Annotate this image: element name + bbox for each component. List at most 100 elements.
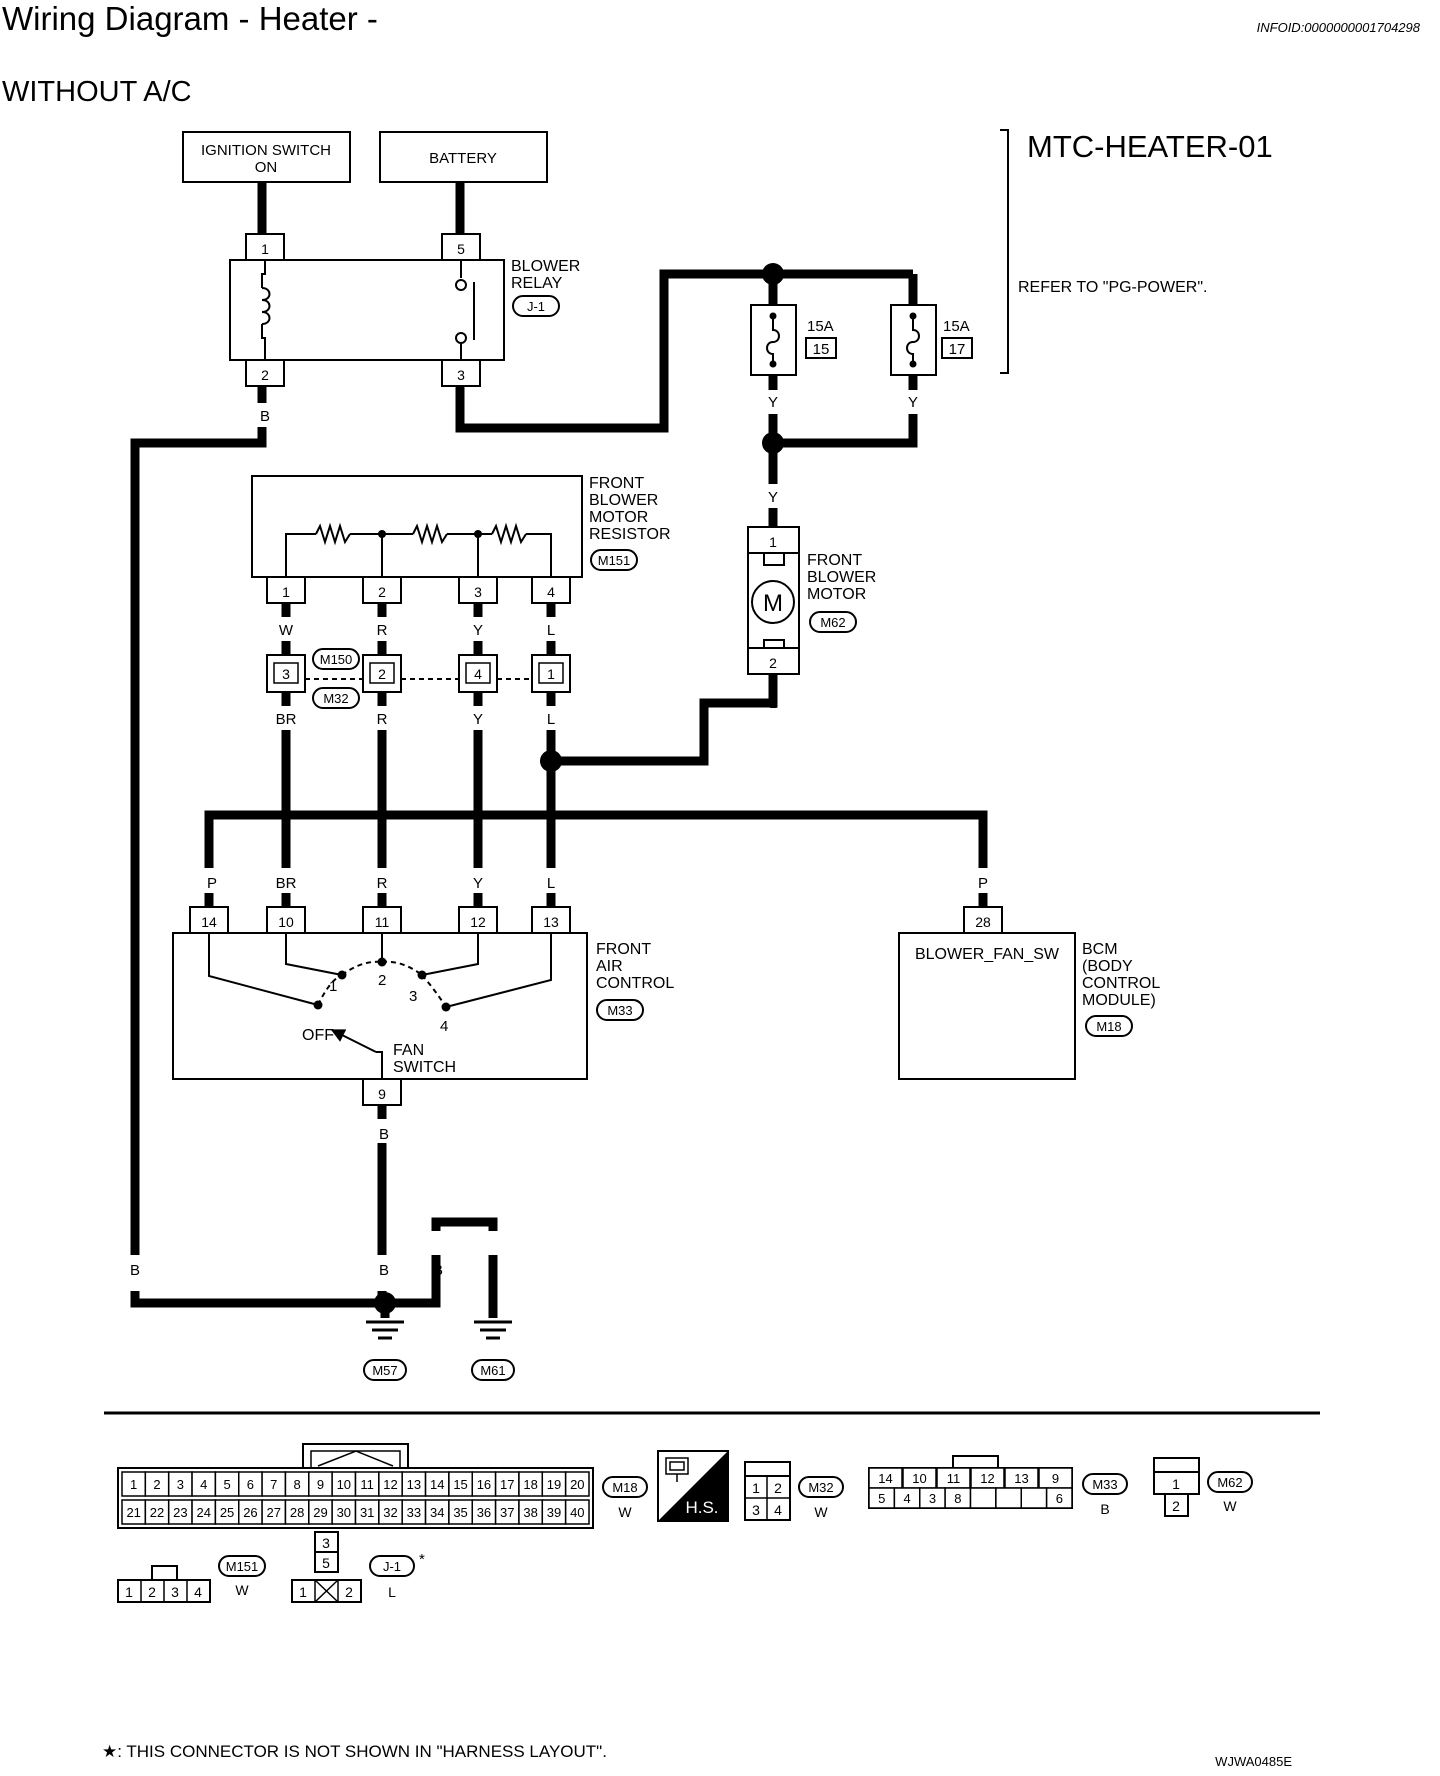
bcm-label-1: BCM (1082, 941, 1118, 958)
svg-text:4: 4 (474, 666, 482, 682)
pin-label: 12 (980, 1471, 994, 1486)
pin-label: 5 (878, 1491, 885, 1506)
ground-m61-code: M61 (480, 1363, 505, 1378)
label-bcm-p: P (978, 875, 988, 892)
pin-label: 28 (290, 1505, 304, 1520)
m33-color: B (1100, 1501, 1109, 1517)
svg-text:4: 4 (547, 584, 555, 600)
motor-code-badge: M62 (809, 611, 857, 633)
svg-text:J-1: J-1 (527, 299, 545, 314)
pin-label: 9 (317, 1477, 324, 1492)
mtc-bracket: MTC-HEATER-01 REFER TO "PG-POWER". (1000, 129, 1273, 374)
label-control-br: BR (276, 875, 297, 892)
pin-label: 12 (383, 1477, 397, 1492)
pin-label: 22 (150, 1505, 164, 1520)
pin-label: 9 (1052, 1471, 1059, 1486)
label-ground-jumper: B (433, 1262, 443, 1279)
svg-text:M62: M62 (820, 615, 845, 630)
m32-code: M32 (808, 1480, 833, 1495)
motor-pin-2: 2 (769, 655, 777, 671)
fuse-17: 15A 17 (890, 304, 973, 376)
fan-position-2: 2 (378, 972, 386, 989)
svg-text:M: M (763, 590, 783, 617)
label-ground-center: B (379, 1262, 389, 1279)
pin-label: 8 (954, 1491, 961, 1506)
motor-icon (751, 580, 795, 624)
svg-text:10: 10 (278, 914, 294, 930)
svg-text:4: 4 (774, 1502, 782, 1518)
control-pin-10: 10 (266, 906, 306, 934)
pin-label: 1 (130, 1477, 137, 1492)
resistor-pin-3: 3 (458, 576, 498, 604)
pin-cell (1020, 1487, 1048, 1509)
relay-pin-2: 2 (245, 359, 285, 387)
inline-pin-1: 1 (531, 654, 571, 693)
control-label-2: AIR (596, 958, 623, 975)
pin-label: 32 (383, 1505, 397, 1520)
control-label-1: FRONT (596, 941, 651, 958)
svg-text:2: 2 (378, 666, 386, 682)
pin-label: 25 (220, 1505, 234, 1520)
motor-label-2: BLOWER (807, 569, 876, 586)
inline-pin-3: 3 (266, 654, 306, 693)
control-pin-11: 11 (362, 906, 402, 934)
pin-label: 29 (313, 1505, 327, 1520)
fuse-15-number: 15 (813, 341, 830, 358)
info-id: INFOID:0000000001704298 (1256, 20, 1420, 35)
pin-cell (1045, 1487, 1073, 1509)
relay-pin-5: 5 (441, 233, 481, 261)
m62-code: M62 (1217, 1475, 1242, 1490)
fan-position-3: 3 (409, 988, 417, 1005)
pin-label: 4 (903, 1491, 910, 1506)
label-res2: R (377, 622, 388, 639)
wire-motor-to-l (551, 675, 778, 766)
pin-label: 21 (126, 1505, 140, 1520)
ignition-switch-box: IGNITION SWITCH ON (182, 131, 351, 183)
wire-relay-to-fuses (455, 269, 773, 433)
pin-label: 10 (912, 1471, 926, 1486)
svg-text:13: 13 (543, 914, 559, 930)
pin-label: 39 (547, 1505, 561, 1520)
fan-switch-label-1: FAN (393, 1042, 424, 1059)
j1-star: * (419, 1551, 425, 1568)
motor-pin-1: 1 (769, 534, 777, 550)
label-res4: L (547, 622, 555, 639)
label-fuse15-out: Y (768, 394, 778, 411)
label-harness-2: R (377, 711, 388, 728)
pin-label: 13 (1014, 1471, 1028, 1486)
pin-label: 38 (523, 1505, 537, 1520)
pin-label: 3 (177, 1477, 184, 1492)
motor-label-3: MOTOR (807, 586, 866, 603)
inline-pin-2: 2 (362, 654, 402, 693)
blower-motor-resistor: 1 2 3 4 FRONT BLOWER MOTOR RESISTOR M151 (251, 475, 671, 604)
relay-label-1: BLOWER (511, 258, 580, 275)
svg-text:1: 1 (547, 666, 555, 682)
control-pin-13: 13 (531, 906, 571, 934)
svg-text:14: 14 (201, 914, 217, 930)
j1-code: J-1 (383, 1559, 401, 1574)
front-air-control: 14 10 11 12 13 (172, 906, 674, 1106)
svg-text:1: 1 (125, 1584, 133, 1600)
control-pin-14: 14 (189, 906, 229, 934)
inline-connector-m150-m32: 3 2 4 1 M150 M32 (266, 648, 571, 709)
m18-color: W (618, 1504, 632, 1520)
relay-code-badge: J-1 (512, 295, 560, 317)
label-harness-4: L (547, 711, 555, 728)
blower-relay: 1 5 2 3 (229, 233, 580, 387)
relay-pin-3: 3 (441, 359, 481, 387)
svg-text:1: 1 (299, 1584, 307, 1600)
motor-label-1: FRONT (807, 552, 862, 569)
wire-p-bus (204, 810, 988, 868)
control-pin-12: 12 (458, 906, 498, 934)
pin-label: 6 (247, 1477, 254, 1492)
footnote: ★: THIS CONNECTOR IS NOT SHOWN IN "HARNE… (102, 1742, 607, 1761)
label-relay-ground: B (260, 408, 270, 425)
pin-label: 24 (196, 1505, 210, 1520)
junction-fuse-feed (762, 263, 784, 285)
pin-cell (564, 1499, 590, 1525)
junction-fuse-out (762, 432, 784, 454)
m33-code: M33 (1092, 1477, 1117, 1492)
svg-text:3: 3 (752, 1502, 760, 1518)
bcm-code-badge: M18 (1085, 1015, 1133, 1037)
